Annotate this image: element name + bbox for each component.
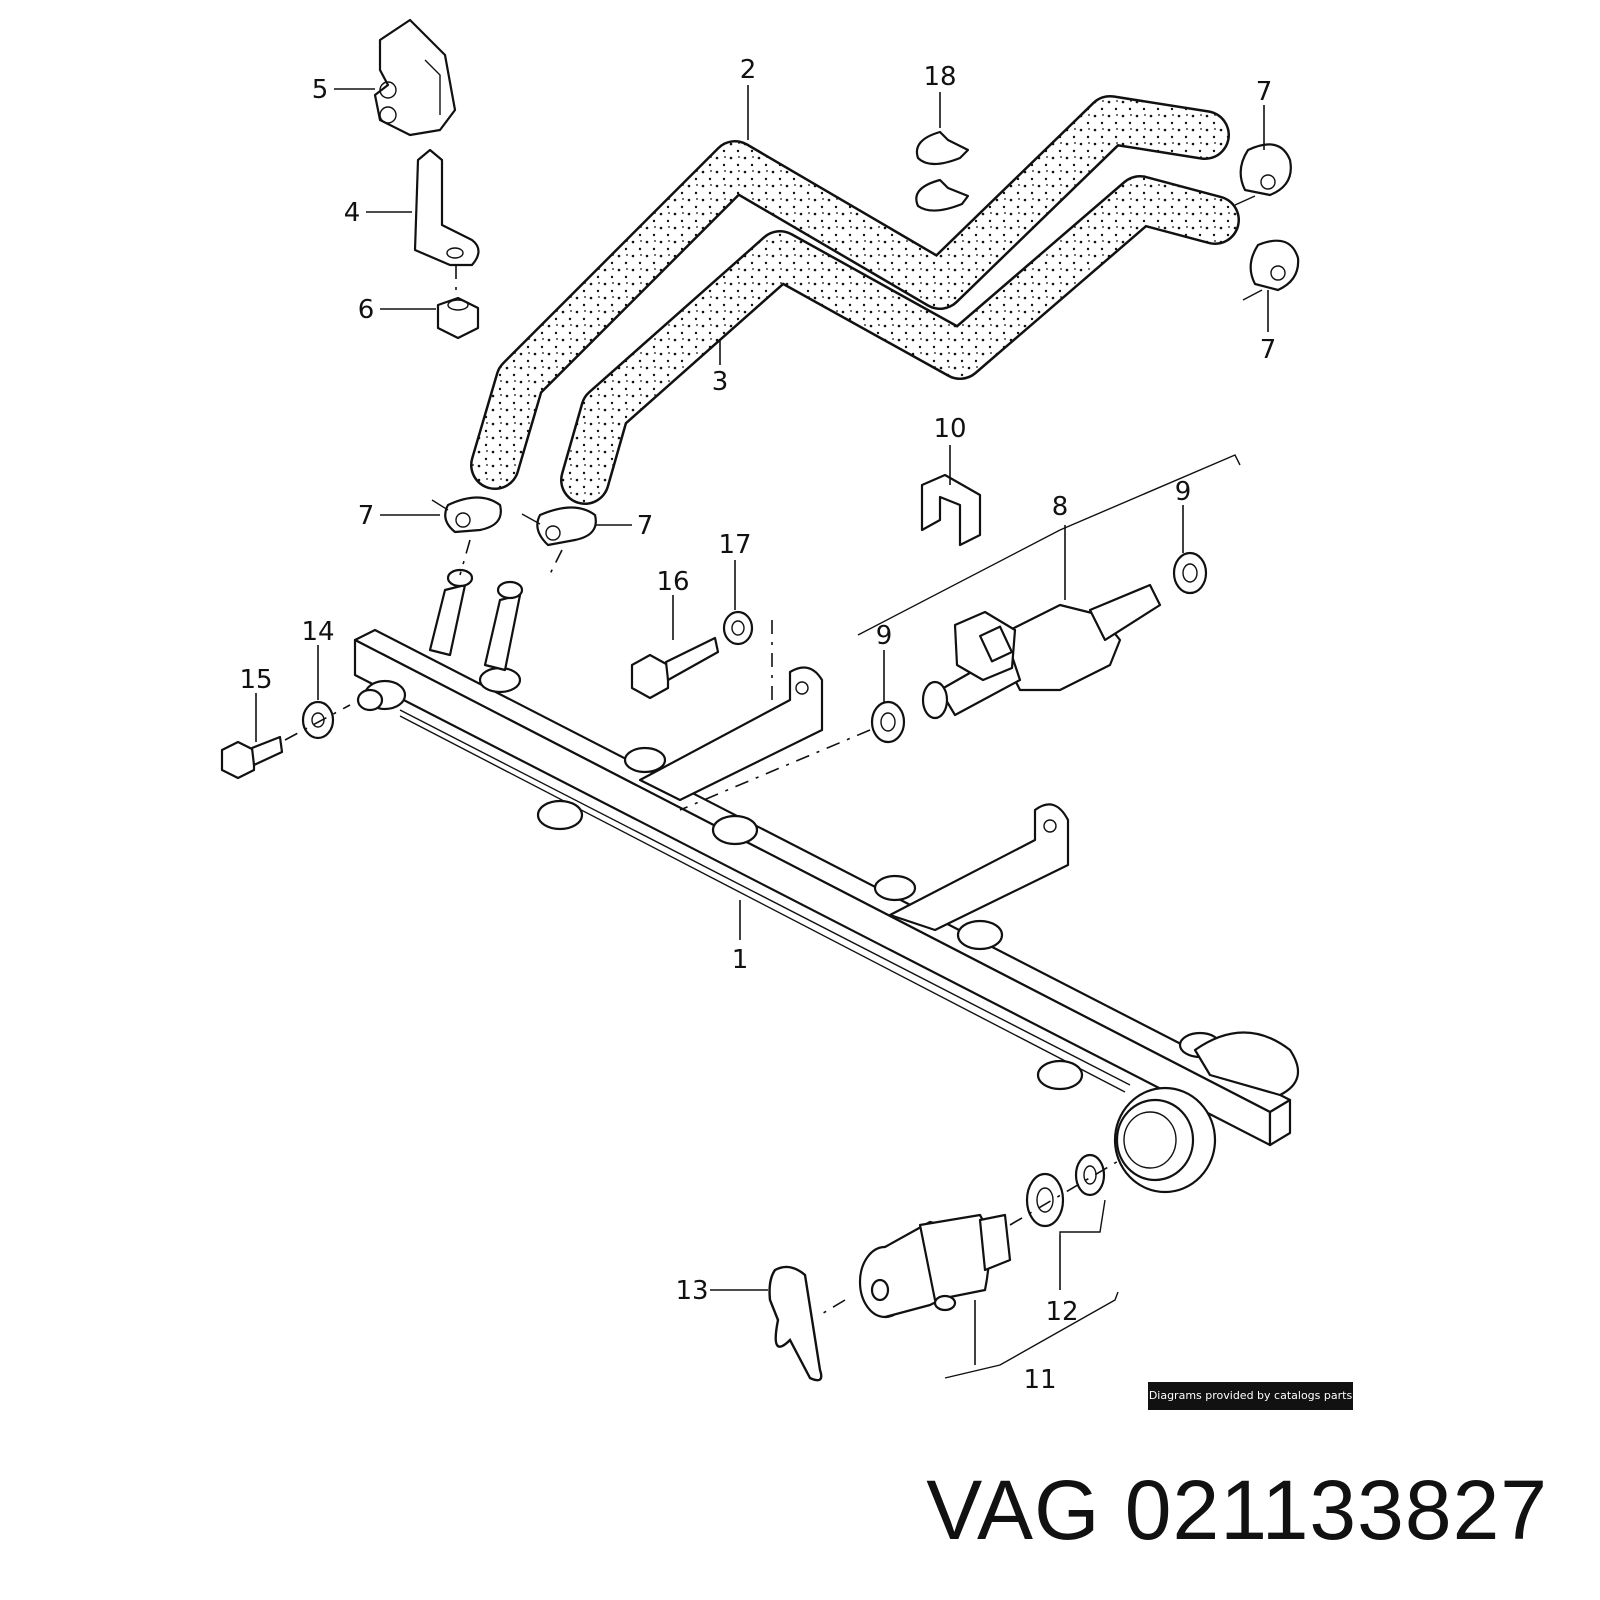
- callout-17: 17: [718, 530, 751, 560]
- fuel-rail: [353, 568, 1292, 1147]
- part-9-seal-b: [870, 700, 906, 744]
- callout-6: 6: [358, 295, 375, 325]
- part-5-clip: [373, 18, 457, 137]
- callout-18: 18: [923, 62, 956, 92]
- diagram-credit-badge: Diagrams provided by catalogs parts: [1148, 1382, 1353, 1410]
- part-12-seal-b: [1074, 1153, 1106, 1197]
- part-4-bracket: [413, 148, 480, 267]
- callout-1: 1: [732, 945, 749, 975]
- leader-lines: [255, 85, 1269, 1365]
- part-7-clamp-left-a: [431, 496, 502, 534]
- part-number: 021133827: [1124, 1463, 1548, 1557]
- rail-bracket-lower: [888, 803, 1070, 932]
- brand-name: VAG: [926, 1463, 1101, 1557]
- callout-7-left-b: 7: [637, 511, 654, 541]
- callouts: 1 2 3 4 5 6 7 7 7 7 8 9 9 10 11 12 13 14…: [239, 55, 1276, 1395]
- rail-bracket-upper: [638, 666, 824, 802]
- callout-14: 14: [301, 617, 334, 647]
- group-bracket-8: [857, 454, 1241, 636]
- group-bracket-11: [944, 1291, 1119, 1379]
- part-7-clamp-top-right: [1234, 143, 1292, 206]
- callout-3: 3: [712, 367, 729, 397]
- part-6-nut: [436, 296, 480, 340]
- callout-9-left: 9: [876, 621, 893, 651]
- callout-13: 13: [675, 1276, 708, 1306]
- part-14-washer: [301, 700, 335, 740]
- group-bracket-12: [1059, 1199, 1106, 1235]
- part-17-washer: [722, 610, 754, 646]
- part-10-clip: [920, 473, 982, 547]
- part-7-clamp-mid-right: [1242, 239, 1300, 301]
- callout-5: 5: [312, 75, 329, 105]
- part-13-spring-clip: [768, 1265, 823, 1382]
- callout-9-right: 9: [1175, 477, 1192, 507]
- callout-15: 15: [239, 665, 272, 695]
- part-7-clamp-left-b: [521, 506, 597, 547]
- callout-10: 10: [933, 414, 966, 444]
- hose-3: [560, 175, 1240, 505]
- callout-7-left-a: 7: [358, 501, 375, 531]
- callout-12: 12: [1045, 1297, 1078, 1327]
- hose-2: [470, 95, 1230, 490]
- callout-4: 4: [344, 198, 361, 228]
- part-12-seal-a: [1025, 1172, 1065, 1228]
- part-18-clips: [915, 130, 970, 212]
- callout-11: 11: [1023, 1365, 1056, 1395]
- part-16-bolt: [630, 636, 720, 700]
- part-8-injector: [921, 583, 1162, 720]
- part-9-seal-a: [1172, 551, 1208, 595]
- callout-7-top-right: 7: [1256, 77, 1273, 107]
- part-number-caption: VAG 021133827: [926, 1462, 1548, 1559]
- regulator-housing: [1113, 1031, 1300, 1194]
- part-15-bolt: [220, 735, 284, 780]
- callout-7-mid-right: 7: [1260, 335, 1277, 365]
- callout-2: 2: [740, 55, 757, 85]
- callout-8: 8: [1052, 492, 1069, 522]
- part-11-pressure-regulator: [858, 1213, 1012, 1319]
- callout-16: 16: [656, 567, 689, 597]
